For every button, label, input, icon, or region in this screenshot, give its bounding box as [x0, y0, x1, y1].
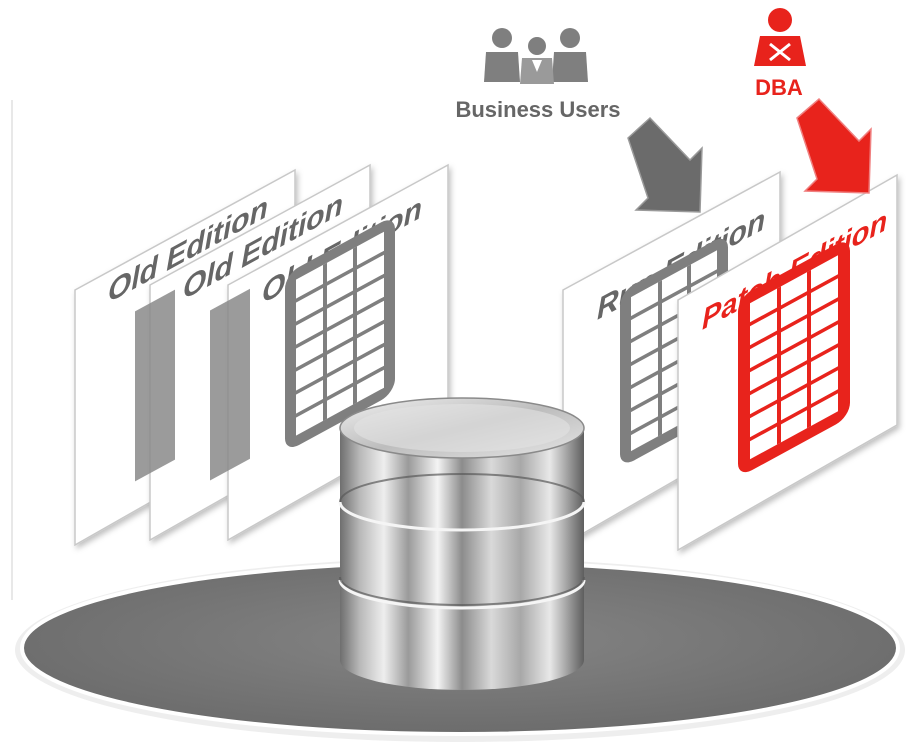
table-icon [738, 242, 850, 473]
table-icon [285, 220, 395, 447]
dba-person-icon [754, 8, 806, 66]
dba-arrow-icon [796, 97, 872, 194]
users-group-icon [484, 28, 588, 84]
business-users-label: Business Users [455, 97, 620, 122]
table-icon [135, 288, 250, 482]
database-cylinder-icon [338, 397, 586, 690]
dba-label: DBA [755, 75, 803, 100]
patch-edition-panel: Patch Edition [677, 173, 898, 552]
old-edition-panel-3: Old Edition [227, 163, 449, 542]
business-users-arrow-icon [627, 116, 703, 213]
